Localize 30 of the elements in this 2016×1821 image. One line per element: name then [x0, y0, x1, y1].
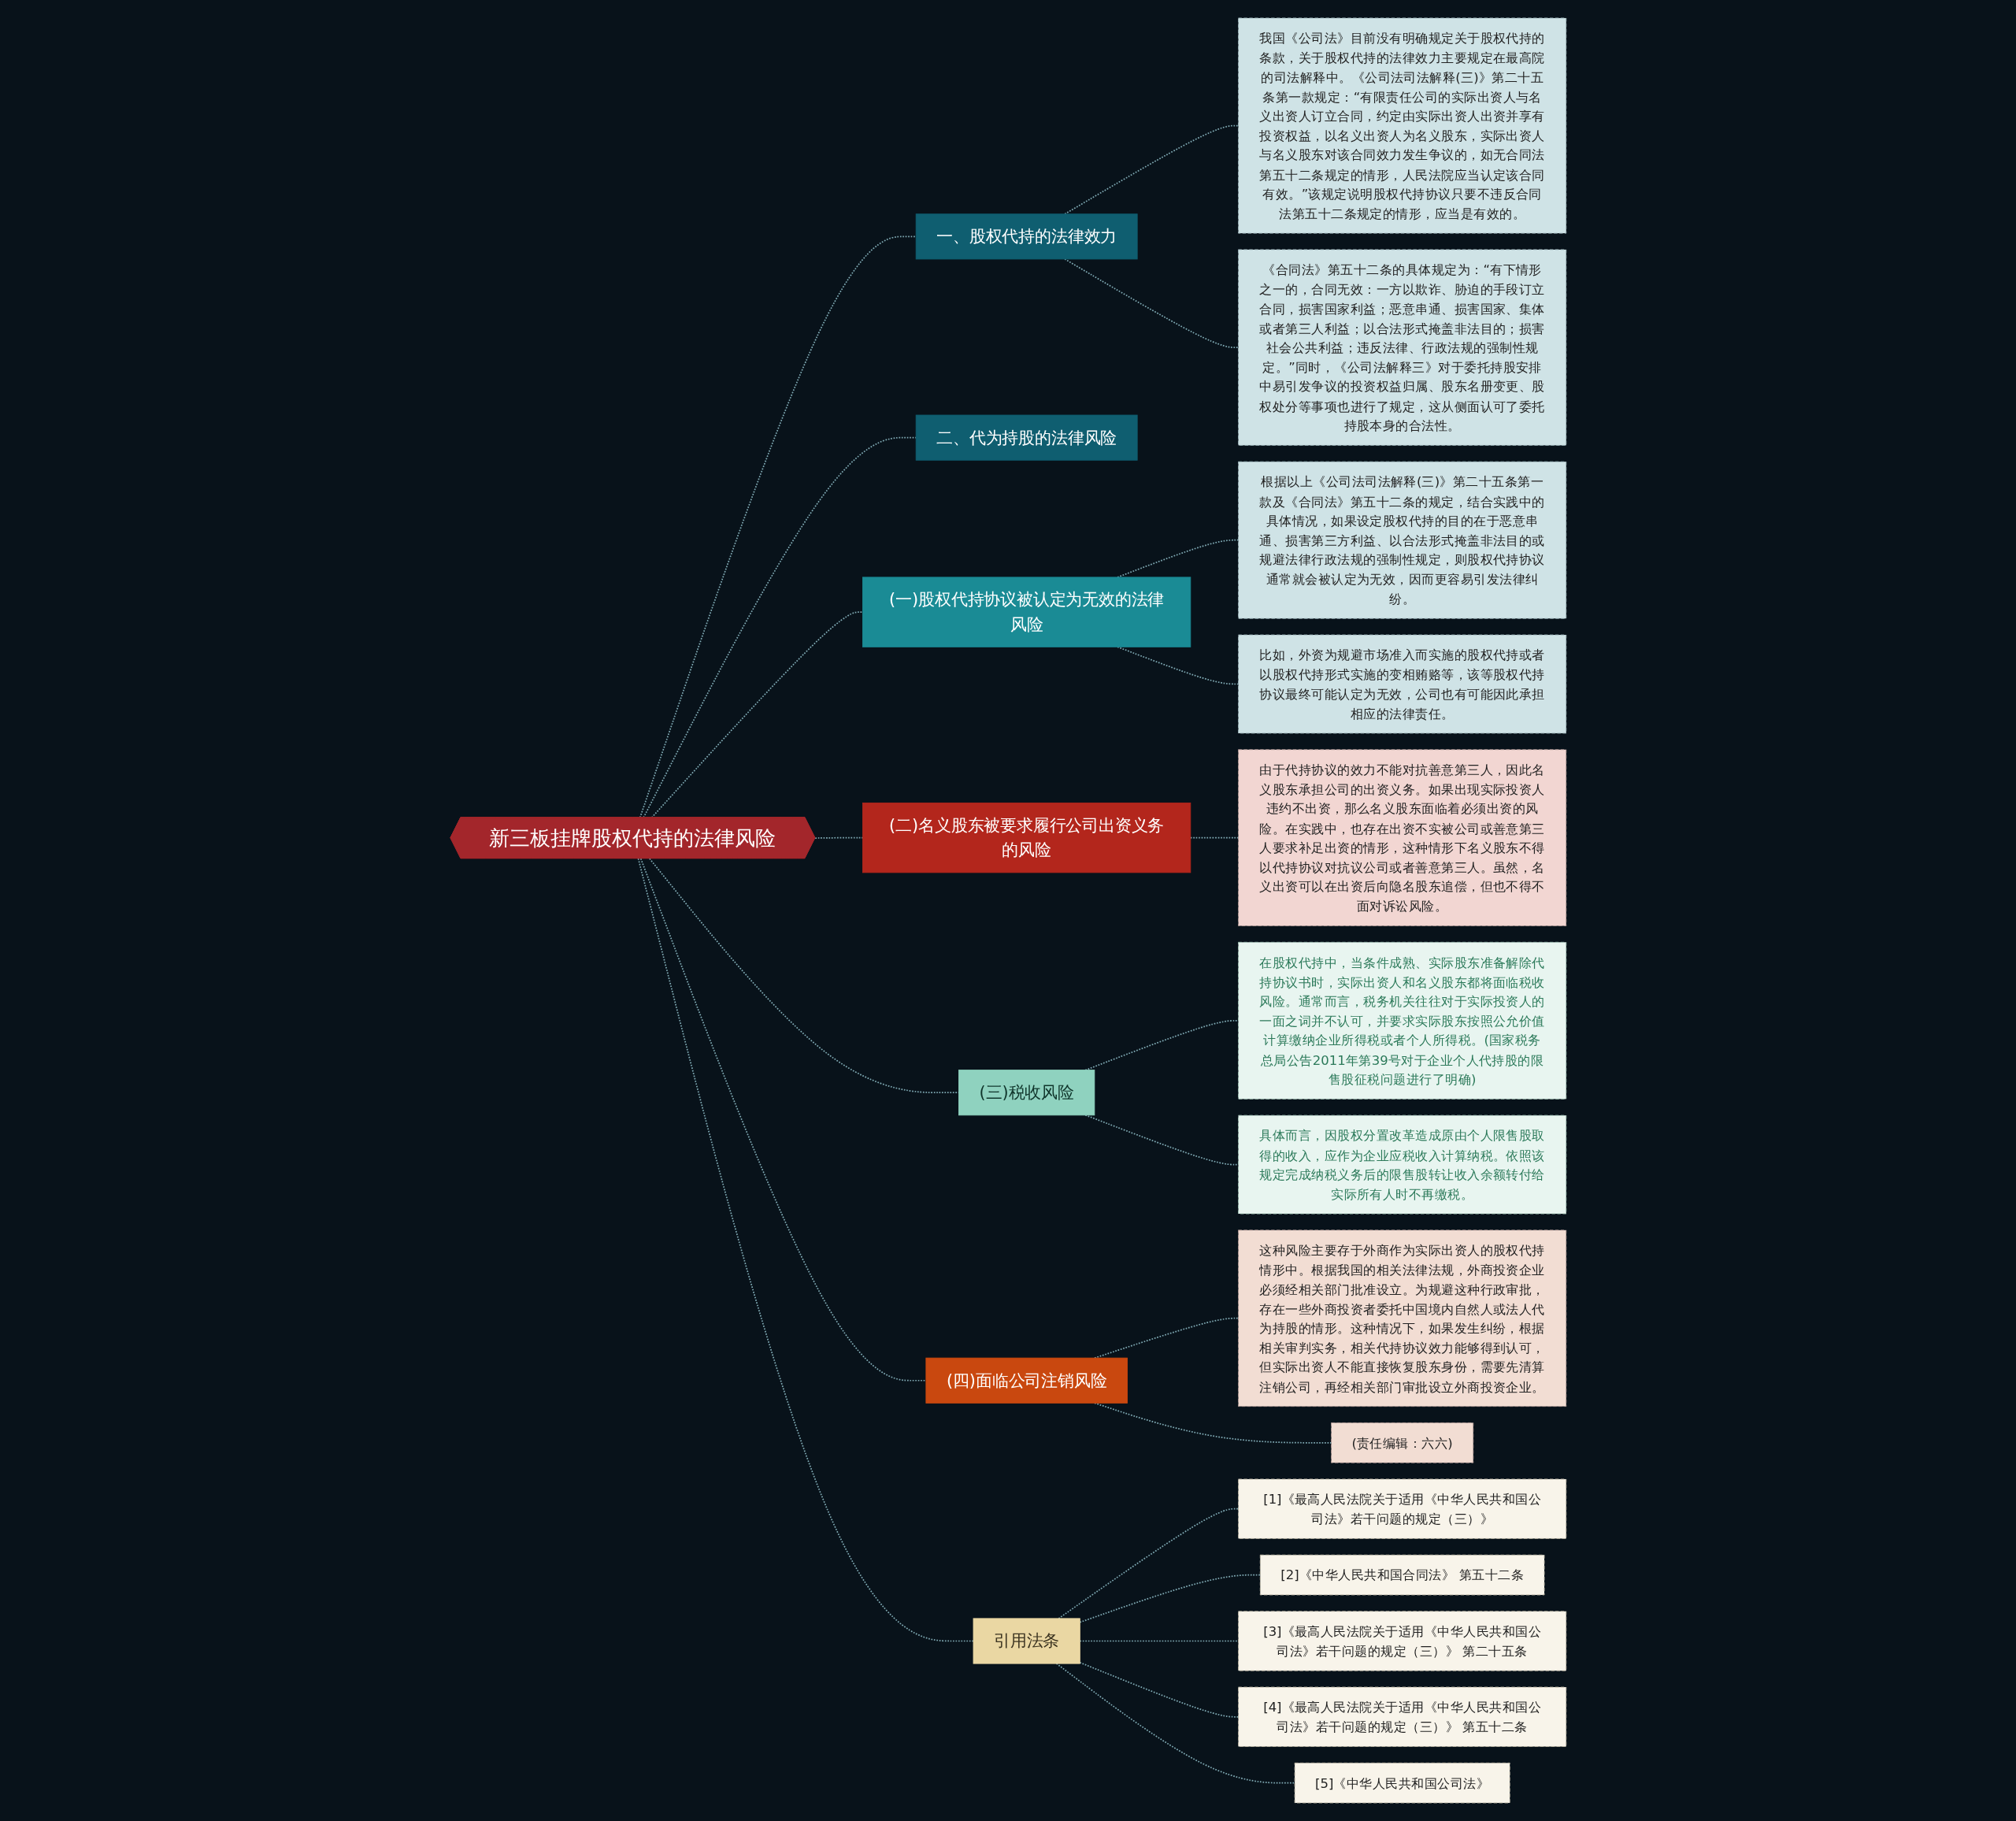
connector — [1058, 1508, 1239, 1619]
node-box: 一、股权代持的法律效力 — [915, 213, 1138, 260]
connector — [643, 436, 917, 818]
node-box: [2]《中华人民共和国合同法》 第五十二条 — [1259, 1554, 1545, 1596]
connector — [1084, 1114, 1239, 1166]
node-box: (一)股权代持协议被认定为无效的法律风险 — [862, 577, 1191, 647]
connector — [1079, 1661, 1239, 1718]
node-box: 《合同法》第五十二条的具体规定为：“有下情形之一的，合同无效：一方以欺诈、胁迫的手段订立合同，损害国家利益；恶意串通、损害国家、集体或者第三人利益；以合法形式掩盖非法目的；损害社会公共利益；违反法律、行政法规的强制性规定。”同时，《公司法解释三》对于委托持股安排中易引发争议的投资权益归属、股东名册变更、股权处分等事项也进行了规定，这从侧面认可了委托持股本身的合法性。 — [1237, 249, 1566, 446]
node-box: [5]《中华人民共和国公司法》 — [1294, 1762, 1510, 1804]
node-box: [4]《最高人民法院关于适用《中华人民共和国公司法》若干问题的规定（三）》 第五十二条 — [1237, 1686, 1566, 1747]
node-box: 比如，外资为规避市场准入而实施的股权代持或者以股权代持形式实施的变相贿赂等，该等股权代持协议最终可能认定为无效，公司也有可能因此承担相应的法律责任。 — [1237, 634, 1566, 734]
connector — [639, 236, 917, 818]
node-box: 这种风险主要存于外商作为实际出资人的股权代持情形中。根据我国的相关法律法规，外商投资企业必须经相关部门批准设立。为规避这种行政审批，存在一些外商投资者委托中国境内自然人或法人代为持股的情形。这种情况下，如果发生纠纷，根据相关审判实务，相关代持协议效力能够得到认可，但实际出资人不能直接恢复股东身份，需要先清算注销公司，再经相关部门审批设立外商投资企业。 — [1237, 1229, 1566, 1407]
node-box: (责任编辑：六六) — [1330, 1422, 1473, 1463]
node-box: (四)面临公司注销风险 — [925, 1357, 1128, 1404]
node-box: 在股权代持中，当条件成熟、实际股东准备解除代持协议书时，实际出资人和名义股东都将面临税收风险。通常而言，税务机关往往对于实际投资人的一面之词并不认可，并要求实际股东按照公允价值计算缴纳企业所得税或者个人所得税。(国家税务总局公告2011年第39号对于企业个人代持股的限售股征税问题进行了明确) — [1237, 941, 1566, 1100]
connector — [648, 858, 959, 1094]
node-box: 我国《公司法》目前没有明确规定关于股权代持的条款，关于股权代持的法律效力主要规定在最高院的司法解释中。《公司法司法解释(三)》第二十五条第一款规定：“有限责任公司的实际出资人与名义出资人订立合同，约定由实际出资人出资并享有投资权益，以名义出资人为名义股东，实际出资人与名义股东对该合同效力发生争议的，如无合同法第五十二条规定的情形，人民法院应当认定该合同有效。”该规定说明股权代持协议只要不违反合同法第五十二条规定的情形，应当是有效的。 — [1237, 17, 1566, 234]
node-box: (二)名义股东被要求履行公司出资义务的风险 — [862, 802, 1191, 873]
node-box: 由于代持协议的效力不能对抗善意第三人，因此名义股东承担公司的出资义务。如果出现实际投资人违约不出资，那么名义股东面临着必须出资的风险。在实践中，也存在出资不实被公司或善意第三人要求补足出资的情形，这种情形下名义股东不得以代持协议对抗议公司或者善意第三人。虽然，名义出资可以在出资后向隐名股东追偿，但也不得不面对诉讼风险。 — [1237, 749, 1566, 926]
connector — [639, 858, 927, 1382]
connector — [1189, 836, 1239, 839]
node-box: 具体而言，因股权分置改革造成原由个人限售股取得的收入，应作为企业应税收入计算纳税。依照该规定完成纳税义务后的限售股转让收入余额转付给实际所有人时不再缴税。 — [1237, 1114, 1566, 1215]
connector — [1079, 1640, 1239, 1642]
node-box: 根据以上《公司法司法解释(三)》第二十五条第一款及《合同法》第五十二条的规定，结合实践中的具体情况，如果设定股权代持的目的在于恶意串通、损害第三方利益、以合法形式掩盖非法目的或规避法律行政法规的强制性规定，则股权代持协议通常就会被认定为无效，因而更容易引发法律纠纷。 — [1237, 461, 1566, 619]
node-box: [3]《最高人民法院关于适用《中华人民共和国公司法》若干问题的规定（三）》 第二十五条 — [1237, 1611, 1566, 1671]
node-box: [1]《最高人民法院关于适用《中华人民共和国公司法》若干问题的规定（三）》 — [1237, 1478, 1566, 1539]
node-box: (三)税收风险 — [958, 1070, 1095, 1116]
node-box: 二、代为持股的法律风险 — [915, 414, 1138, 461]
node-box: 引用法条 — [973, 1618, 1080, 1664]
